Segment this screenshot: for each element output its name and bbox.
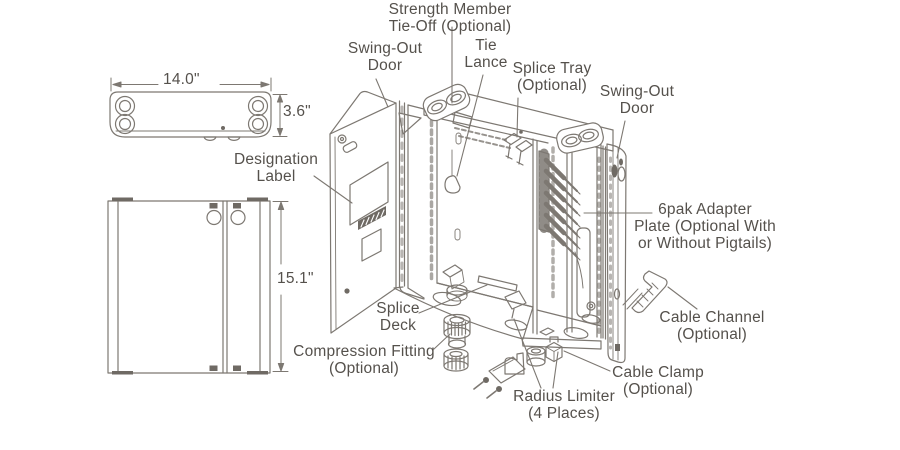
callout-line: (Optional) bbox=[328, 360, 400, 377]
top-plate bbox=[422, 83, 614, 154]
callout-line: Cable Channel bbox=[659, 309, 765, 326]
cable-channel-part bbox=[622, 270, 668, 314]
door-latch bbox=[209, 203, 218, 209]
door-latch bbox=[233, 203, 241, 209]
callout-strength-member-tie-off: Strength Member Tie-Off (Optional) bbox=[389, 1, 512, 35]
front-view bbox=[107, 197, 271, 375]
callout-cable-clamp: Cable Clamp (Optional) bbox=[612, 364, 704, 398]
grommet-tab-right bbox=[556, 122, 604, 154]
isometric-view bbox=[329, 83, 668, 399]
callout-swing-out-door-right: Swing-Out Door bbox=[600, 83, 674, 117]
callout-line: Tie-Off (Optional) bbox=[388, 18, 512, 35]
callout-designation-label: Designation Label bbox=[234, 151, 318, 185]
dim-top-depth: 3.6" bbox=[283, 103, 311, 120]
callout-radius-limiter: Radius Limiter (4 Places) bbox=[513, 388, 615, 422]
dim-front-height: 15.1" bbox=[277, 270, 314, 287]
sixpak-adapter-plate-part bbox=[538, 148, 584, 289]
callout-line: Strength Member bbox=[388, 1, 512, 18]
leader-designation-label bbox=[313, 175, 353, 204]
dimension-front-height bbox=[272, 201, 289, 372]
callout-line: or Without Pigtails) bbox=[637, 235, 773, 252]
callout-line: Plate (Optional With bbox=[634, 218, 776, 235]
callout-splice-tray: Splice Tray (Optional) bbox=[513, 60, 592, 94]
callout-tie-lance: Tie Lance bbox=[464, 37, 507, 71]
top-view bbox=[109, 91, 272, 141]
left-door bbox=[329, 90, 397, 334]
designation-label-plate bbox=[349, 161, 389, 226]
dim-top-width: 14.0" bbox=[163, 71, 200, 88]
screw bbox=[483, 377, 489, 383]
leader-lines bbox=[313, 26, 698, 389]
door-lock bbox=[617, 166, 626, 182]
callout-line: (Optional) bbox=[622, 381, 694, 398]
callout-line: Compression Fitting bbox=[293, 343, 435, 360]
callout-compression-fitting: Compression Fitting (Optional) bbox=[293, 343, 435, 377]
pilot-dot bbox=[221, 126, 225, 130]
callout-line: Door bbox=[367, 57, 403, 74]
mount-tab bbox=[203, 136, 217, 141]
pigtails bbox=[543, 157, 584, 289]
callout-line: Swing-Out bbox=[599, 83, 675, 100]
callout-line: Door bbox=[619, 100, 655, 117]
leader-cable-clamp bbox=[563, 350, 611, 372]
dimension-top-width bbox=[110, 77, 272, 92]
callout-line: Swing-Out bbox=[347, 40, 423, 57]
callout-line: Lance bbox=[464, 54, 508, 71]
callout-line: Splice bbox=[376, 300, 420, 317]
callout-line: Deck bbox=[379, 317, 417, 334]
screw bbox=[496, 386, 502, 392]
callout-line: (4 Places) bbox=[528, 405, 600, 422]
callout-line: (Optional) bbox=[516, 77, 588, 94]
mount-tab bbox=[227, 136, 241, 141]
corner-bracket bbox=[398, 112, 422, 135]
door-lock bbox=[230, 209, 246, 226]
leader-compression-fitting bbox=[433, 333, 451, 350]
callout-line: 6pak Adapter bbox=[658, 201, 752, 218]
cable-clamp-part bbox=[545, 336, 563, 363]
callout-line: Designation bbox=[233, 151, 319, 168]
splice-tray-clips bbox=[503, 132, 533, 166]
callout-line: Radius Limiter bbox=[513, 388, 615, 405]
door-wing-latch bbox=[337, 134, 358, 153]
callout-line: Splice Tray bbox=[512, 60, 592, 77]
door-lock bbox=[206, 209, 222, 226]
small-label bbox=[361, 228, 382, 262]
leader-radius-limiter-2 bbox=[552, 351, 559, 389]
right-door bbox=[602, 143, 627, 364]
dimension-top-depth bbox=[272, 94, 288, 137]
leader-swing-out-right bbox=[616, 120, 626, 159]
door-latch bbox=[233, 365, 241, 371]
door-lock bbox=[611, 164, 618, 178]
radius-limiter-parts bbox=[473, 327, 555, 399]
callout-line: Tie bbox=[475, 37, 497, 54]
tie-lance-part bbox=[444, 149, 461, 194]
leader-swing-out-left bbox=[375, 78, 389, 108]
left-hinge bbox=[398, 100, 406, 288]
compression-fitting-parts bbox=[443, 313, 471, 372]
leader-splice-tray bbox=[516, 97, 519, 138]
callout-line: Label bbox=[256, 168, 296, 185]
leader-tie-lance bbox=[456, 74, 484, 177]
callout-sixpak-adapter-plate: 6pak Adapter Plate (Optional With or Wit… bbox=[634, 201, 776, 252]
callout-swing-out-door-left: Swing-Out Door bbox=[348, 40, 422, 74]
callout-splice-deck: Splice Deck bbox=[376, 300, 419, 334]
leader-cable-channel bbox=[667, 286, 698, 310]
leader-radius-limiter-1 bbox=[513, 318, 542, 389]
callout-line: (Optional) bbox=[676, 326, 748, 343]
leader-splice-deck bbox=[418, 284, 488, 314]
door-screw bbox=[344, 288, 350, 294]
door-latch bbox=[209, 365, 218, 371]
enclosure-body bbox=[398, 104, 602, 350]
callout-line: Cable Clamp bbox=[612, 364, 704, 381]
callout-cable-channel: Cable Channel (Optional) bbox=[659, 309, 764, 343]
